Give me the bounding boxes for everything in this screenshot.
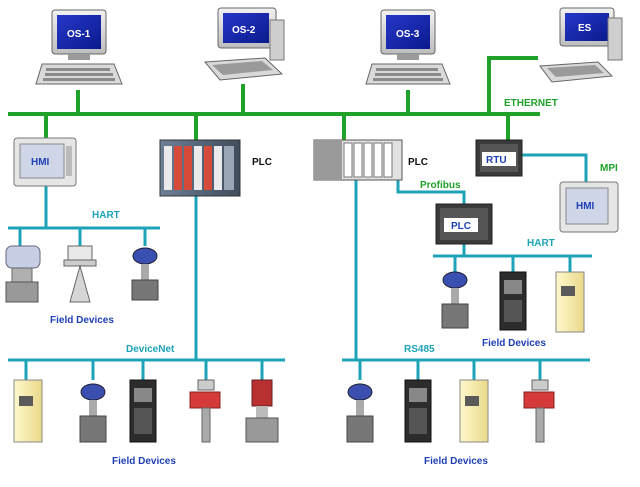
keyboard-keys bbox=[43, 68, 115, 81]
plc-left-modules bbox=[164, 146, 234, 190]
mpi-label: MPI bbox=[600, 163, 618, 174]
flow-meter bbox=[245, 379, 279, 443]
hmi-right[interactable]: HMI bbox=[559, 181, 619, 233]
profibus-label: Profibus bbox=[420, 180, 461, 191]
hmi-left[interactable]: HMI bbox=[13, 137, 77, 187]
hmi-right-label: HMI bbox=[576, 201, 595, 212]
actuator bbox=[523, 379, 555, 443]
keyboard-keys bbox=[373, 68, 443, 81]
devicenet-label: DeviceNet bbox=[126, 344, 175, 355]
actuator bbox=[189, 379, 221, 443]
variable-drive bbox=[555, 271, 585, 333]
rtu[interactable]: RTU bbox=[475, 139, 523, 177]
plc-left[interactable]: PLC bbox=[159, 139, 272, 197]
plc-middle-modules bbox=[343, 142, 393, 178]
rtu-label: RTU bbox=[486, 155, 507, 166]
plc-compact-label: PLC bbox=[451, 221, 471, 232]
hart-right-label: HART bbox=[527, 238, 555, 249]
hart-left-devices-label: Field Devices bbox=[50, 315, 114, 326]
control-valve bbox=[79, 383, 107, 443]
controller-cabinet bbox=[404, 379, 432, 443]
radar-level-sensor bbox=[63, 245, 97, 303]
rs485-label: RS485 bbox=[404, 344, 435, 355]
control-valve bbox=[131, 247, 159, 301]
hart-left-label: HART bbox=[92, 210, 120, 221]
control-valve bbox=[346, 383, 374, 443]
os2-label: OS-2 bbox=[232, 25, 256, 36]
control-valve bbox=[441, 271, 469, 329]
workstation-es[interactable]: ES bbox=[539, 7, 623, 83]
plc-middle-label: PLC bbox=[408, 157, 428, 168]
ethernet-network bbox=[8, 56, 540, 140]
workstation-os3[interactable]: OS-3 bbox=[365, 9, 451, 85]
variable-drive bbox=[459, 379, 489, 443]
pressure-transmitter bbox=[5, 245, 41, 303]
workstation-os2[interactable]: OS-2 bbox=[203, 7, 285, 81]
fieldbus-lines bbox=[8, 153, 592, 380]
controller-cabinet bbox=[499, 271, 527, 331]
os3-label: OS-3 bbox=[396, 29, 420, 40]
hmi-left-label: HMI bbox=[31, 157, 50, 168]
rs485-devices-label: Field Devices bbox=[424, 456, 488, 467]
controller-cabinet bbox=[129, 379, 157, 443]
plc-compact[interactable]: PLC bbox=[435, 203, 493, 245]
ethernet-label: ETHERNET bbox=[504, 98, 558, 109]
es-label: ES bbox=[578, 23, 592, 34]
hart-right-devices-label: Field Devices bbox=[482, 338, 546, 349]
workstation-os1[interactable]: OS-1 bbox=[35, 9, 123, 85]
variable-drive bbox=[13, 379, 43, 443]
plc-middle[interactable]: PLC bbox=[313, 139, 428, 181]
plc-left-label: PLC bbox=[252, 157, 272, 168]
devicenet-devices-label: Field Devices bbox=[112, 456, 176, 467]
os1-label: OS-1 bbox=[67, 29, 91, 40]
